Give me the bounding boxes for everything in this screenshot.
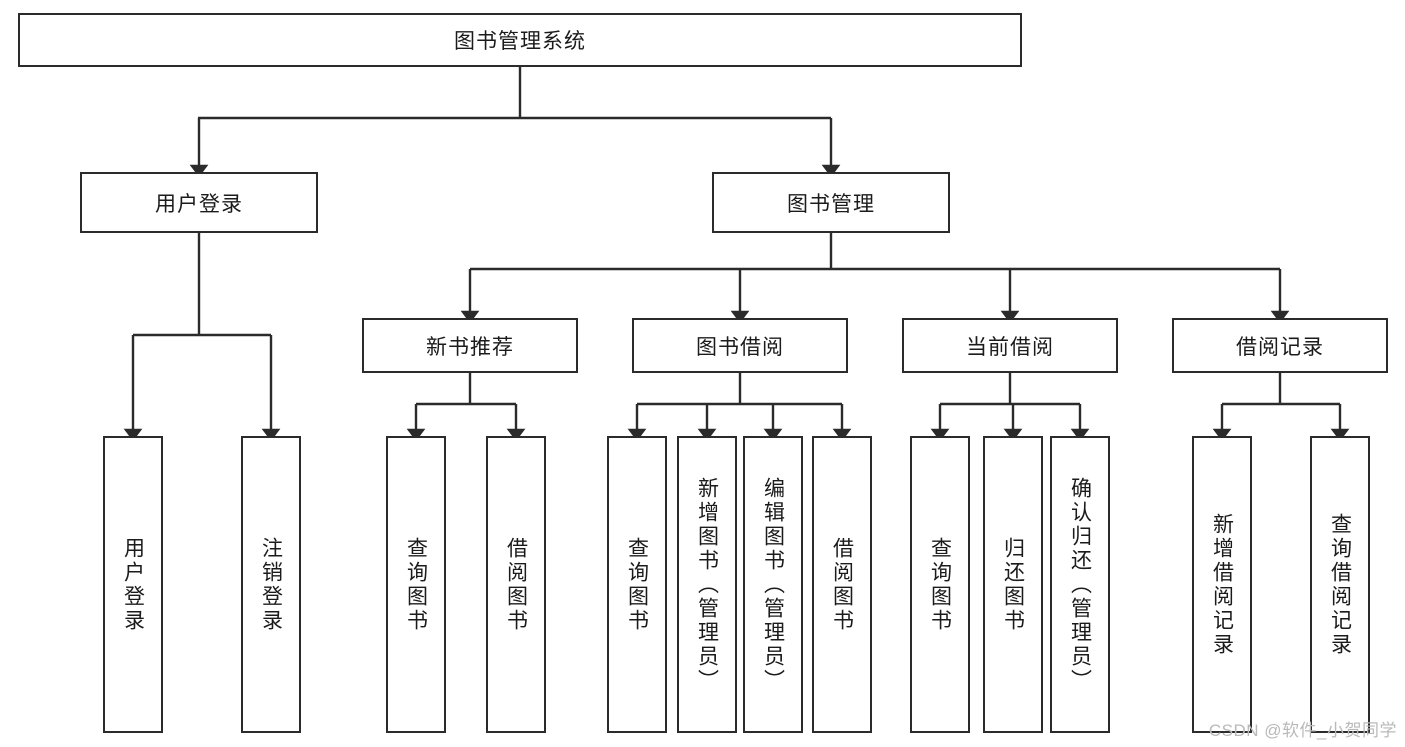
leaf-leaf-edit-book-admin[interactable]: 编辑图书（管理员） [743,436,803,733]
node-label: 查询图书 [928,536,952,633]
node-label: 查询借阅记录 [1328,512,1352,657]
node-current-borrow[interactable]: 当前借阅 [902,318,1118,373]
node-label: 用户登录 [121,536,145,633]
leaf-leaf-return-book[interactable]: 归还图书 [983,436,1043,733]
leaf-leaf-query-book-3[interactable]: 查询图书 [910,436,970,733]
node-label: 新书推荐 [426,335,514,359]
node-user-login[interactable]: 用户登录 [80,172,318,233]
watermark: CSDN @软件_小贺同学 [1208,721,1397,740]
leaf-leaf-add-borrow-record[interactable]: 新增借阅记录 [1192,436,1252,733]
node-label: 用户登录 [155,192,243,216]
node-label: 新增借阅记录 [1210,512,1234,657]
node-label: 新增图书（管理员） [695,476,719,693]
leaf-leaf-query-borrow-record[interactable]: 查询借阅记录 [1310,436,1370,733]
node-label: 查询图书 [404,536,428,633]
node-book-manage[interactable]: 图书管理 [712,172,950,233]
leaf-leaf-query-book-2[interactable]: 查询图书 [607,436,667,733]
leaf-leaf-user-login[interactable]: 用户登录 [103,436,163,733]
node-label: 编辑图书（管理员） [761,476,785,693]
connector-group [123,67,1350,442]
leaf-leaf-user-logout[interactable]: 注销登录 [241,436,301,733]
node-root[interactable]: 图书管理系统 [18,13,1022,67]
node-label: 图书管理系统 [454,30,586,53]
node-label: 图书管理 [787,192,875,216]
node-label: 注销登录 [259,536,283,633]
node-label: 归还图书 [1001,536,1025,633]
node-new-book-recommend[interactable]: 新书推荐 [362,318,578,373]
leaf-leaf-query-book-1[interactable]: 查询图书 [386,436,446,733]
node-book-borrow[interactable]: 图书借阅 [632,318,848,373]
node-label: 借阅图书 [504,536,528,633]
node-label: 当前借阅 [966,335,1054,359]
node-label: 借阅图书 [830,536,854,633]
node-label: 确认归还（管理员） [1068,476,1092,693]
node-borrow-record[interactable]: 借阅记录 [1172,318,1388,373]
leaf-leaf-borrow-book-1[interactable]: 借阅图书 [486,436,546,733]
leaf-leaf-add-book-admin[interactable]: 新增图书（管理员） [677,436,737,733]
leaf-leaf-borrow-book-2[interactable]: 借阅图书 [812,436,872,733]
leaf-leaf-confirm-return-admin[interactable]: 确认归还（管理员） [1050,436,1110,733]
node-label: 查询图书 [625,536,649,633]
node-label: 图书借阅 [696,335,784,359]
node-label: 借阅记录 [1236,335,1324,359]
